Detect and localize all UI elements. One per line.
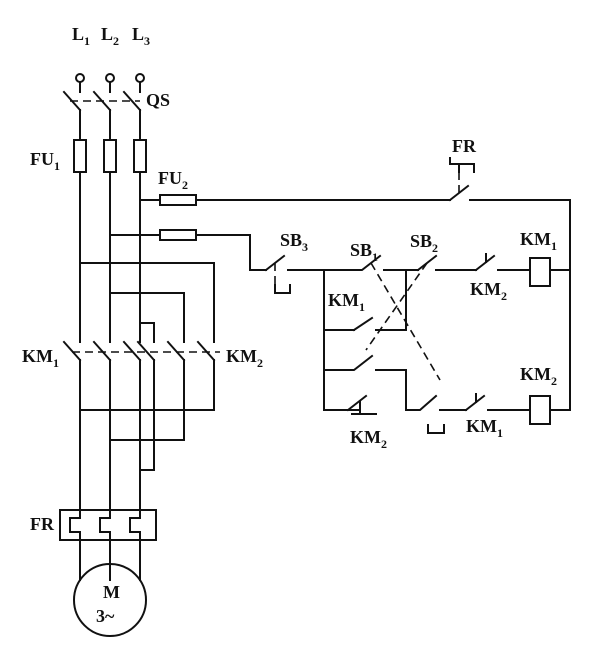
terminal-l1 (75, 73, 85, 83)
hold-contact-km1 (323, 329, 407, 411)
control-supply (109, 194, 451, 271)
label-km2-hold: KM2 (350, 427, 387, 451)
start-button-sb1 (323, 254, 441, 411)
main-contacts-km1-km2 (62, 340, 220, 511)
start-button-sb2 (365, 254, 477, 434)
label-km1-hold: KM1 (328, 290, 365, 314)
motor-m (73, 563, 147, 637)
label-coil-km2: KM2 (520, 364, 557, 388)
label-l2: L2 (101, 24, 119, 48)
label-sb1: SB1 (350, 240, 378, 264)
label-km1-interlock: KM1 (466, 416, 503, 440)
label-sb2: SB2 (410, 231, 438, 255)
label-fu1: FU1 (30, 149, 60, 173)
label-motor-m: M (103, 582, 120, 602)
supply-terminals (75, 73, 145, 93)
isolating-switch-qs (62, 90, 142, 141)
thermal-relay-fr (59, 509, 157, 581)
fuses-fu1 (73, 139, 147, 343)
hold-contact-km2 (346, 394, 377, 415)
stop-button-sb3 (264, 254, 341, 294)
label-km2-main: KM2 (226, 346, 263, 370)
label-motor-spec: 3~ (96, 606, 115, 626)
label-km1-main: KM1 (22, 346, 59, 370)
label-km2-interlock: KM2 (470, 279, 507, 303)
coil-km1 (529, 257, 571, 287)
label-sb3: SB3 (280, 230, 308, 254)
label-fr-contact: FR (452, 136, 477, 156)
reversing-crossover-wiring (79, 262, 215, 343)
coil-km2 (529, 395, 551, 425)
label-l1: L1 (72, 24, 90, 48)
terminal-l2 (105, 73, 115, 83)
label-fu2: FU2 (158, 168, 188, 192)
label-l3: L3 (132, 24, 150, 48)
label-fr-thermal: FR (30, 514, 55, 534)
fr-contact (448, 157, 571, 411)
label-qs: QS (146, 90, 170, 110)
label-coil-km1: KM1 (520, 229, 557, 253)
interlock-km1-contact (464, 393, 531, 412)
terminal-l3 (135, 73, 145, 83)
interlock-km2-contact (474, 253, 531, 272)
